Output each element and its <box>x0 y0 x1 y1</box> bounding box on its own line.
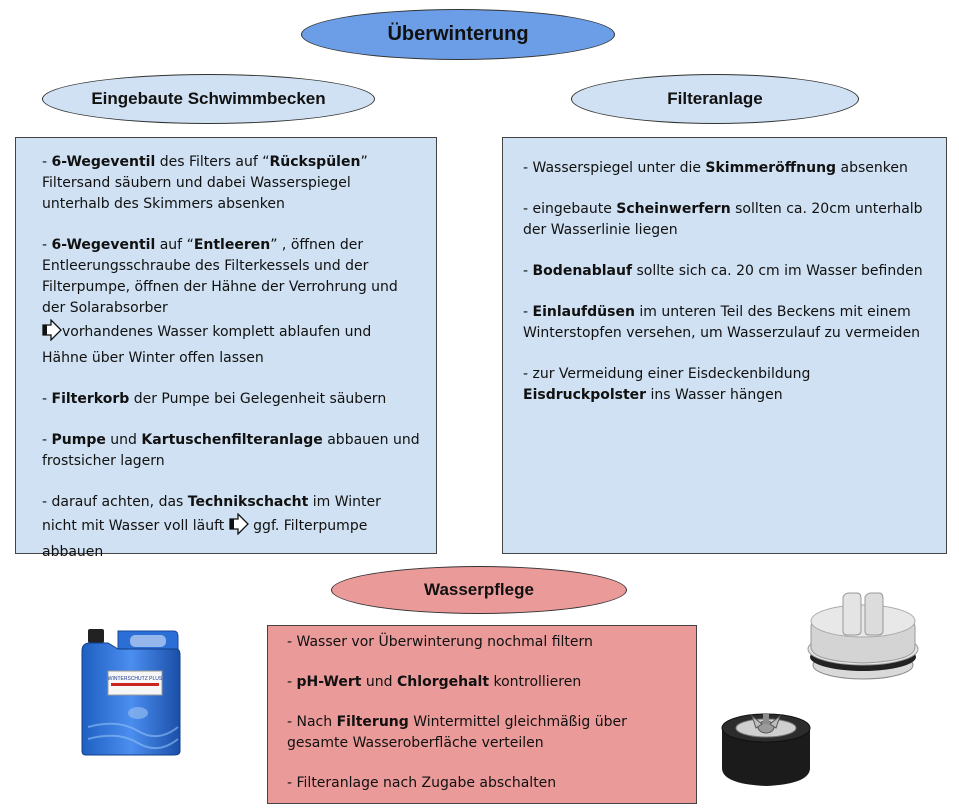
arrow-right-icon <box>229 513 249 542</box>
list-item: - zur Vermeidung einer Eisdeckenbildung … <box>523 364 930 406</box>
list-item: - Wasser vor Überwinterung nochmal filte… <box>287 632 686 653</box>
heading-eingebaute-schwimmbecken: Eingebaute Schwimmbecken <box>42 74 375 124</box>
list-item: - Filterkorb der Pumpe bei Gelegenheit s… <box>42 389 420 410</box>
list-item: - 6-Wegeventil des Filters auf “Rückspül… <box>42 152 420 215</box>
list-item: - Nach Filterung Wintermittel gleichmäßi… <box>287 712 686 754</box>
wintermittel-canister-image: WINTERSCHUTZ PLUS <box>78 627 182 757</box>
list-item: - Wasserspiegel unter die Skimmeröffnung… <box>523 158 930 179</box>
list-item: - eingebaute Scheinwerfern sollten ca. 2… <box>523 199 930 241</box>
list-item: - Pumpe und Kartuschenfilteranlage abbau… <box>42 430 420 472</box>
canister-label: WINTERSCHUTZ PLUS <box>108 676 163 682</box>
heading-wasserpflege: Wasserpflege <box>331 566 627 614</box>
panel-eingebaute-schwimmbecken: - 6-Wegeventil des Filters auf “Rückspül… <box>15 137 437 554</box>
list-item: - darauf achten, das Technikschacht im W… <box>42 492 420 563</box>
list-item: - Einlaufdüsen im unteren Teil des Becke… <box>523 302 930 344</box>
arrow-right-icon <box>42 319 62 348</box>
panel-wasserpflege: - Wasser vor Überwinterung nochmal filte… <box>267 625 697 804</box>
list-item: - Bodenablauf sollte sich ca. 20 cm im W… <box>523 261 930 282</box>
list-item: - 6-Wegeventil auf “Entleeren” , öffnen … <box>42 235 420 369</box>
list-item: - Filteranlage nach Zugabe abschalten <box>287 773 686 794</box>
title-heading: Überwinterung <box>301 9 615 60</box>
list-item: - pH-Wert und Chlorgehalt kontrollieren <box>287 672 686 693</box>
panel-filteranlage: - Wasserspiegel unter die Skimmeröffnung… <box>502 137 947 554</box>
winterstopfen-black-image <box>716 706 816 788</box>
heading-filteranlage: Filteranlage <box>571 74 859 124</box>
winterstopfen-white-image <box>803 591 923 687</box>
